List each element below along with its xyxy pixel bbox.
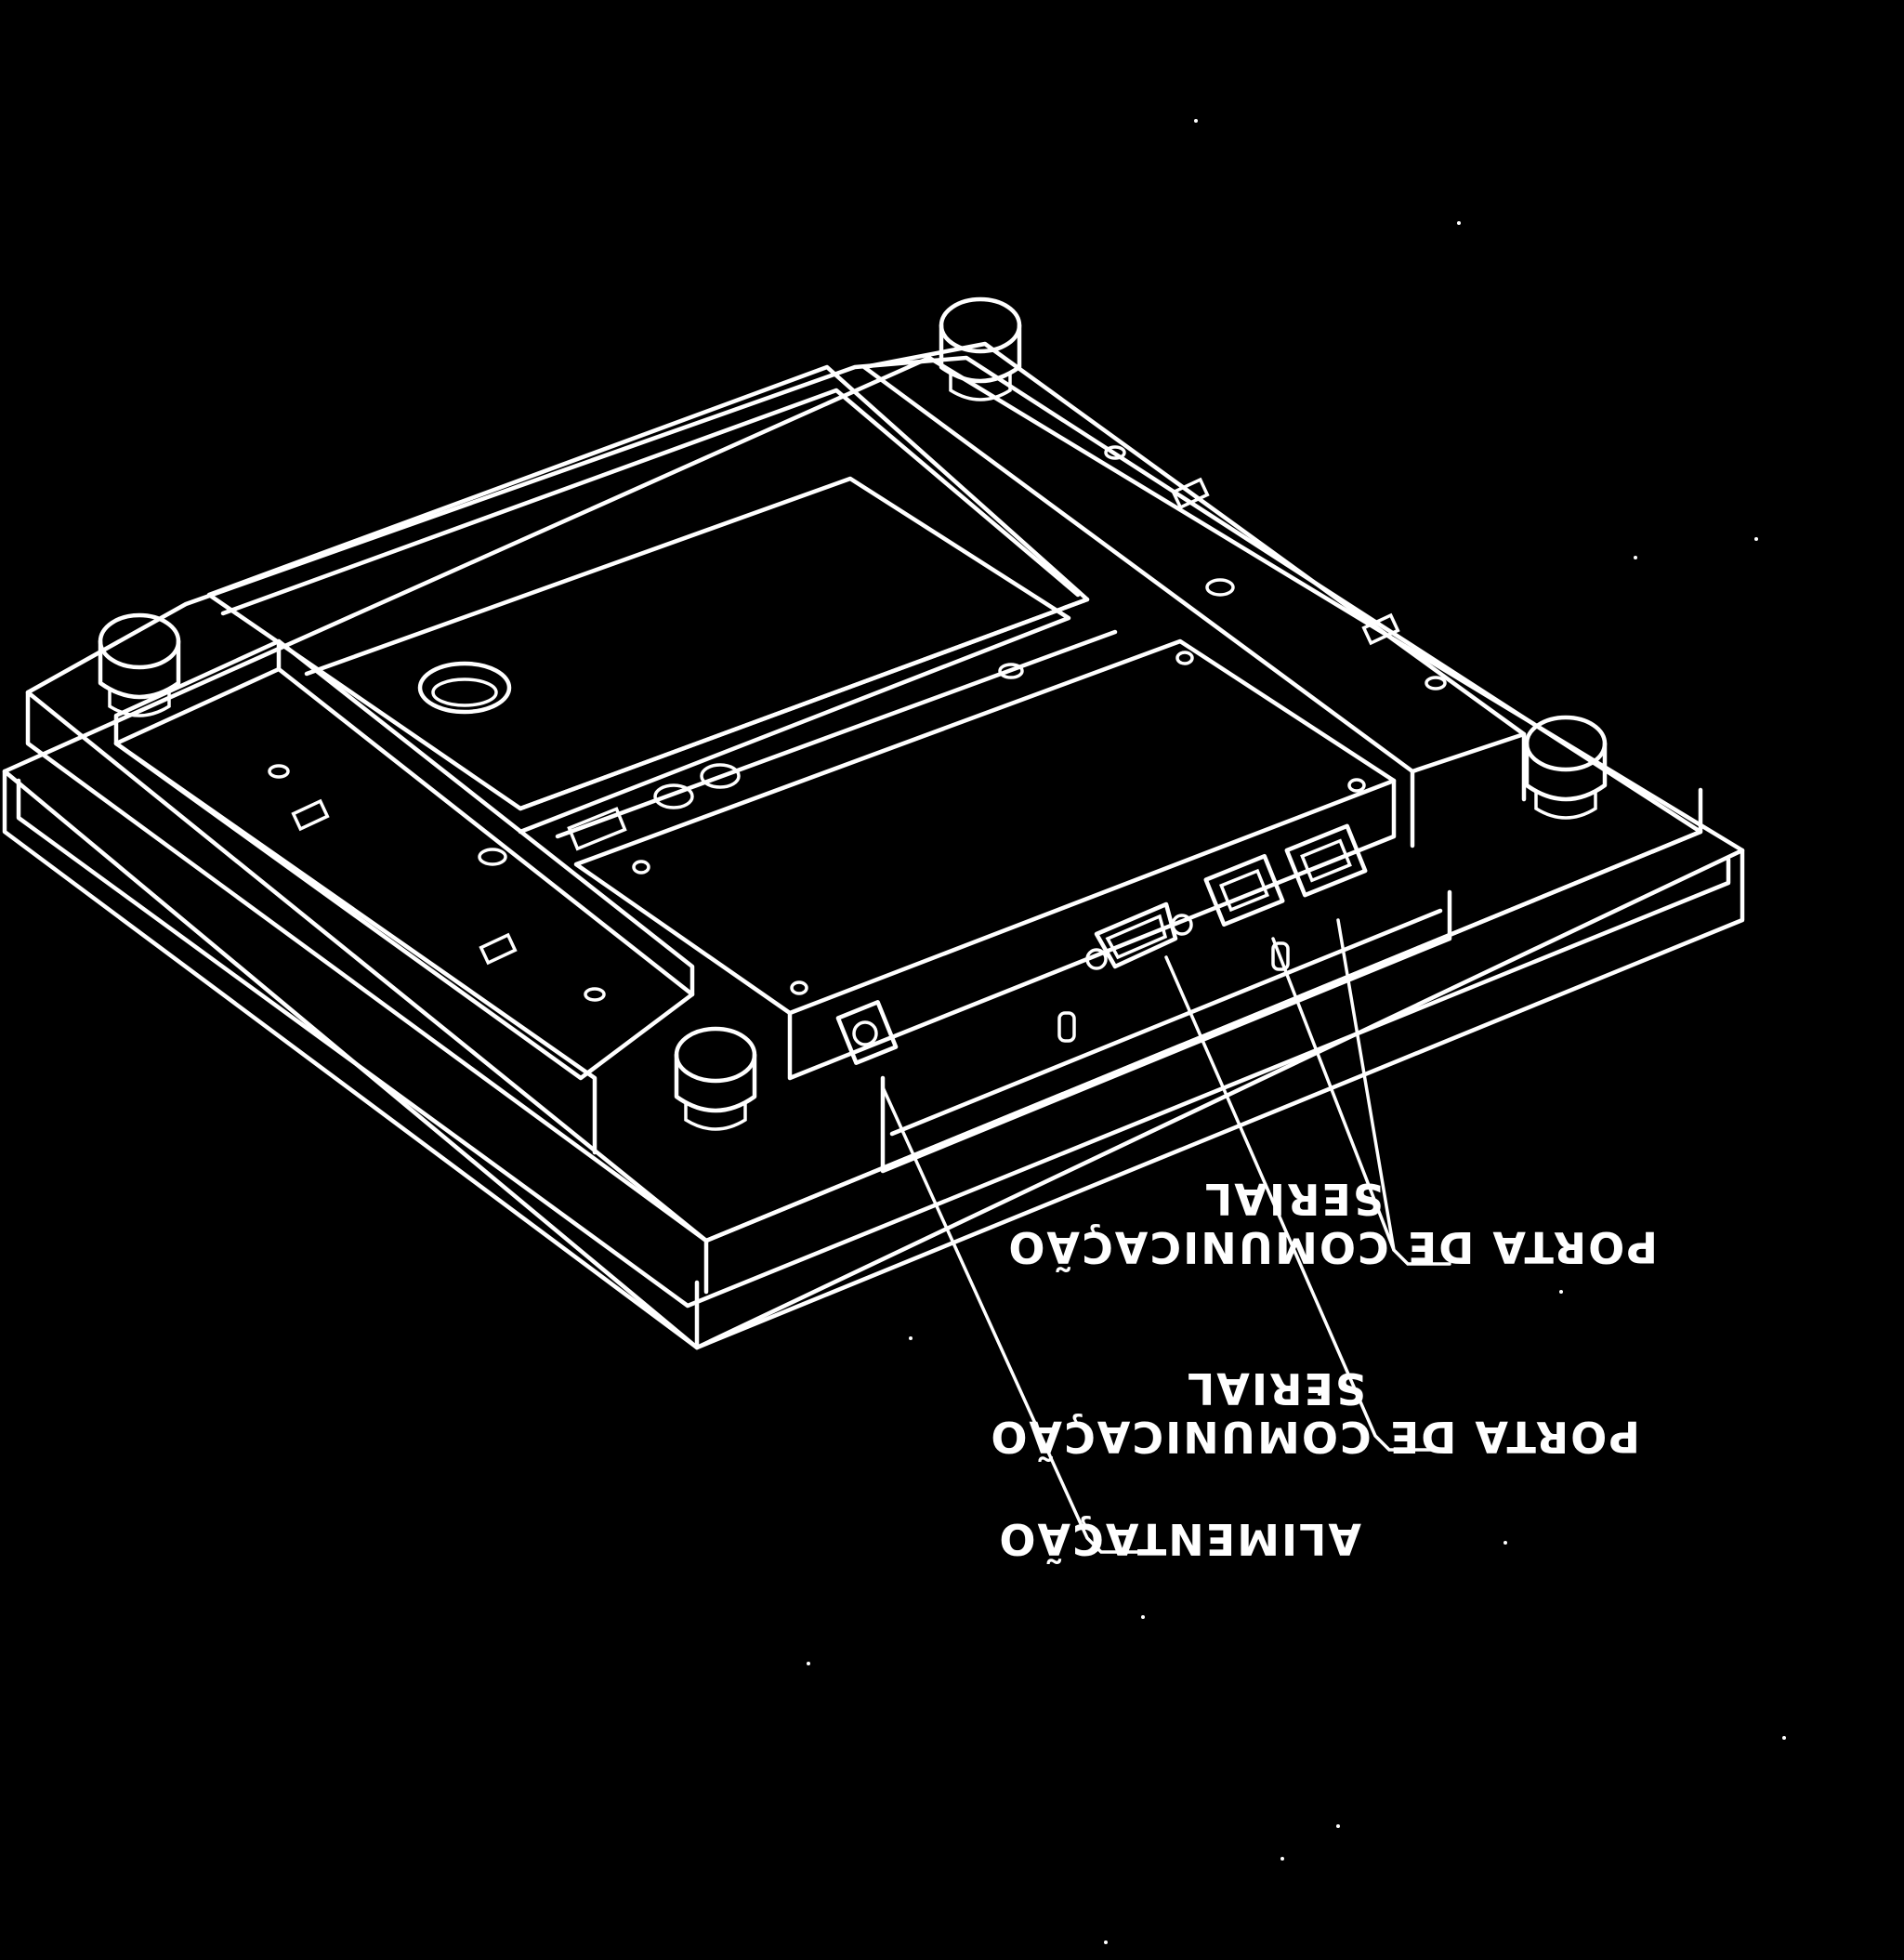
screw-cover — [417, 661, 512, 715]
mounting-holes — [268, 445, 1447, 1002]
rj-serial-connector-1 — [1203, 853, 1285, 927]
internal-connectors — [567, 763, 741, 851]
power-jack — [835, 1000, 899, 1065]
led-indicators — [1057, 941, 1290, 1043]
callout-power-label: ALIMENTAÇÃO — [997, 1514, 1361, 1565]
rj-serial-connector-2 — [1284, 823, 1368, 898]
housing-body — [25, 341, 1703, 1295]
foot-back-left — [939, 296, 1022, 401]
callout-serial-port-2-line2: PORTA DE COMUNICAÇÃO — [989, 1412, 1640, 1463]
foot-front-left — [98, 612, 181, 717]
foot-front-right — [674, 1026, 757, 1131]
scan-noise — [807, 119, 1786, 1944]
callout-power: ALIMENTAÇÃO — [997, 1514, 1361, 1565]
mounting-slots — [291, 477, 1400, 966]
callout-serial-port-2: PORTA DE COMUNICAÇÃO SERIAL — [989, 1363, 1640, 1463]
leader-lines — [881, 918, 1451, 1554]
db9-serial-connector — [1085, 901, 1193, 970]
foot-back-right — [1524, 715, 1608, 820]
callout-serial-port-2-line1: SERIAL — [1186, 1363, 1366, 1414]
callout-serial-port-1-line1: SERIAL — [1203, 1174, 1384, 1224]
callout-serial-port-1: PORTA DE COMUNICAÇÃO SERIAL — [1006, 1174, 1658, 1273]
callout-serial-port-1-line2: PORTA DE COMUNICAÇÃO — [1006, 1222, 1658, 1273]
base-plate — [2, 355, 1745, 1350]
